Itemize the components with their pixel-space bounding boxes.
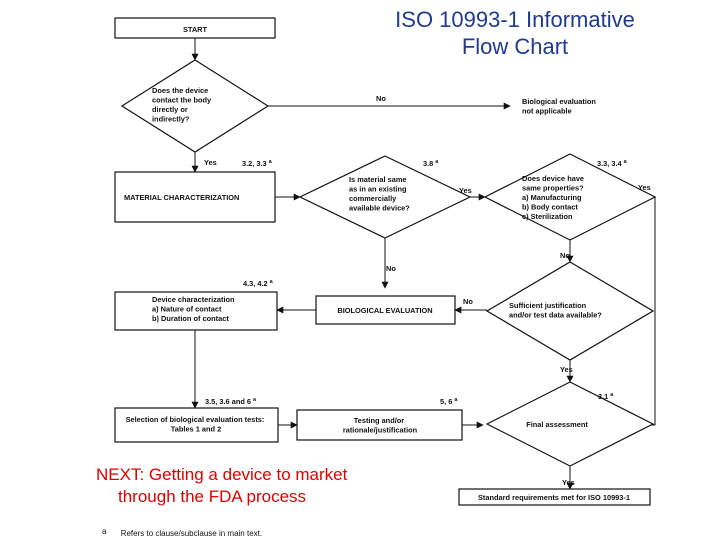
material-characterization-box xyxy=(114,171,276,223)
start-box xyxy=(114,17,276,39)
final-yes-label: Yes xyxy=(562,478,575,487)
biological-evaluation-box xyxy=(315,295,456,325)
same-properties-no-label: No xyxy=(560,251,570,260)
same-properties-diamond xyxy=(483,153,657,241)
sufficient-no-label: No xyxy=(463,297,473,306)
same-material-diamond xyxy=(298,155,472,239)
next-note-line-1: NEXT: Getting a device to market xyxy=(96,465,348,484)
final-assessment-diamond xyxy=(485,381,655,467)
title-line-1: ISO 10993-1 Informative xyxy=(395,7,635,32)
selection-box xyxy=(114,407,279,443)
title-line-2: Flow Chart xyxy=(461,34,569,59)
footnote-mark: a xyxy=(102,527,107,536)
device-characterization-label: Device characterization a) Nature of con… xyxy=(152,295,237,323)
sufficient-diamond xyxy=(485,261,655,361)
start-label: START xyxy=(183,25,208,34)
testing-label: Testing and/or rationale/justification xyxy=(343,416,418,435)
contact-yes-label: Yes xyxy=(204,158,217,167)
node-labels: START Does the device contact the body d… xyxy=(124,25,630,502)
testing-box xyxy=(296,409,463,441)
material-characterization-label: MATERIAL CHARACTERIZATION xyxy=(124,193,239,202)
same-material-question: Is material same as in an existing comme… xyxy=(349,175,410,213)
footnote: a Refers to clause/subclause in main tex… xyxy=(102,527,262,538)
not-applicable-label: Biological evaluation not applicable xyxy=(522,97,598,116)
contact-question: Does the device contact the body directl… xyxy=(152,86,213,124)
node-shapes xyxy=(114,17,657,506)
contact-diamond xyxy=(120,59,270,153)
next-note-line-2: through the FDA process xyxy=(118,487,307,506)
sufficient-question: Sufficient justification and/or test dat… xyxy=(509,301,602,320)
footnote-text: Refers to clause/subclause in main text. xyxy=(120,529,263,538)
biological-evaluation-label: BIOLOGICAL EVALUATION xyxy=(337,306,432,315)
standard-met-box xyxy=(458,488,651,506)
next-step-note: NEXT: Getting a device to market through… xyxy=(96,464,396,508)
device-characterization-box xyxy=(114,291,278,331)
same-properties-yes-label: Yes xyxy=(638,183,651,192)
final-assessment-label: Final assessment xyxy=(526,420,588,429)
sufficient-yes-label: Yes xyxy=(560,365,573,374)
same-material-no-label: No xyxy=(386,264,396,273)
slide-title: ISO 10993-1 Informative Flow Chart xyxy=(330,6,700,60)
same-properties-question: Does device have same properties? a) Man… xyxy=(522,174,586,221)
standard-met-label: Standard requirements met for ISO 10993-… xyxy=(478,493,630,502)
same-material-yes-label: Yes xyxy=(459,186,472,195)
edge-labels: No Yes Yes No Yes No No Yes Yes xyxy=(204,94,651,487)
contact-no-label: No xyxy=(376,94,386,103)
selection-label: Selection of biological evaluation tests… xyxy=(126,415,267,434)
